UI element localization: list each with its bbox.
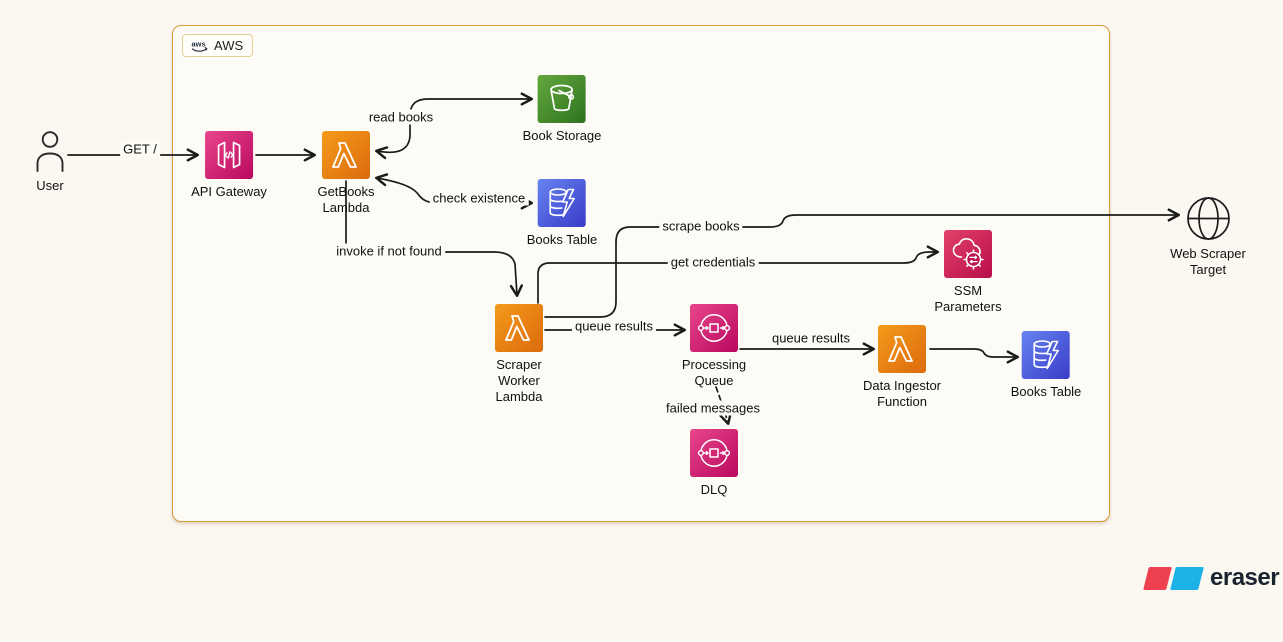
aws-group-badge: aws AWS: [182, 34, 254, 57]
eraser-logo-icon: [1143, 566, 1204, 590]
node-label-getbooks-lambda: GetBooks Lambda: [317, 184, 375, 215]
lambda-icon: [878, 325, 926, 373]
node-label-ssm-parameters: SSM Parameters: [934, 283, 1002, 314]
aws-smile-logo-icon: aws: [192, 39, 208, 52]
eraser-brand-text: eraser: [1210, 564, 1280, 591]
svg-text:aws: aws: [192, 39, 206, 48]
node-label-data-ingestor-function: Data Ingestor Function: [862, 378, 942, 409]
lambda-icon: [322, 131, 370, 179]
node-label-processing-queue: Processing Queue: [681, 357, 747, 388]
dynamodb-icon: [538, 179, 586, 227]
user-icon: [30, 127, 70, 173]
globe-icon: [1186, 196, 1231, 241]
edge-label-scrape-books: scrape books: [659, 218, 743, 234]
sqs-queue-icon: [690, 304, 738, 352]
edge-label-queue-results-2: queue results: [768, 330, 854, 346]
ssm-parameters-icon: [944, 230, 992, 278]
node-api-gateway[interactable]: API Gateway: [191, 131, 267, 200]
node-dlq[interactable]: DLQ: [690, 429, 738, 498]
node-books-table-2[interactable]: Books Table: [1010, 331, 1082, 400]
edge-label-read-books: read books: [365, 109, 437, 125]
edge-label-failed-messages: failed messages: [663, 400, 763, 416]
edge-label-queue-results-1: queue results: [571, 318, 657, 334]
eraser-watermark[interactable]: eraser: [1143, 564, 1280, 592]
node-user[interactable]: User: [30, 127, 70, 194]
node-book-storage[interactable]: Book Storage: [522, 75, 602, 144]
edge-label-check-existence: check existence: [429, 190, 529, 206]
node-processing-queue[interactable]: Processing Queue: [672, 304, 756, 389]
eraser-logo-blue-shape: [1170, 566, 1204, 590]
node-web-scraper-target[interactable]: Web Scraper Target: [1162, 196, 1254, 278]
edge-getbooks-book-storage: [375, 92, 533, 160]
node-scraper-worker-lambda[interactable]: Scraper Worker Lambda: [486, 304, 552, 405]
node-ssm-parameters[interactable]: SSM Parameters: [923, 230, 1013, 315]
node-label-books-table-2: Books Table: [1010, 384, 1082, 399]
eraser-logo-red-shape: [1143, 566, 1172, 590]
edge-scraper-to-target: [544, 208, 1180, 318]
node-data-ingestor-function[interactable]: Data Ingestor Function: [855, 325, 949, 410]
lambda-icon: [495, 304, 543, 352]
edge-label-get-credentials: get credentials: [667, 254, 759, 270]
node-label-scraper-worker-lambda: Scraper Worker Lambda: [495, 357, 543, 404]
node-getbooks-lambda[interactable]: GetBooks Lambda: [310, 131, 382, 216]
node-label-user: User: [36, 178, 64, 193]
sqs-queue-icon: [690, 429, 738, 477]
api-gateway-icon: [205, 131, 253, 179]
node-label-api-gateway: API Gateway: [191, 184, 267, 199]
edge-label-get: GET /: [120, 141, 160, 157]
node-label-dlq: DLQ: [700, 482, 728, 497]
aws-group-label: AWS: [214, 38, 244, 53]
node-books-table-1[interactable]: Books Table: [526, 179, 598, 248]
dynamodb-icon: [1022, 331, 1070, 379]
edge-scraper-to-ssm: [537, 245, 939, 304]
node-label-book-storage: Book Storage: [522, 128, 602, 143]
node-label-books-table-1: Books Table: [526, 232, 598, 247]
edge-label-invoke-if-not-found: invoke if not found: [333, 243, 445, 259]
edge-ingestor-to-books-table: [929, 348, 1019, 364]
node-label-web-scraper-target: Web Scraper Target: [1170, 246, 1246, 277]
s3-bucket-icon: [538, 75, 586, 123]
